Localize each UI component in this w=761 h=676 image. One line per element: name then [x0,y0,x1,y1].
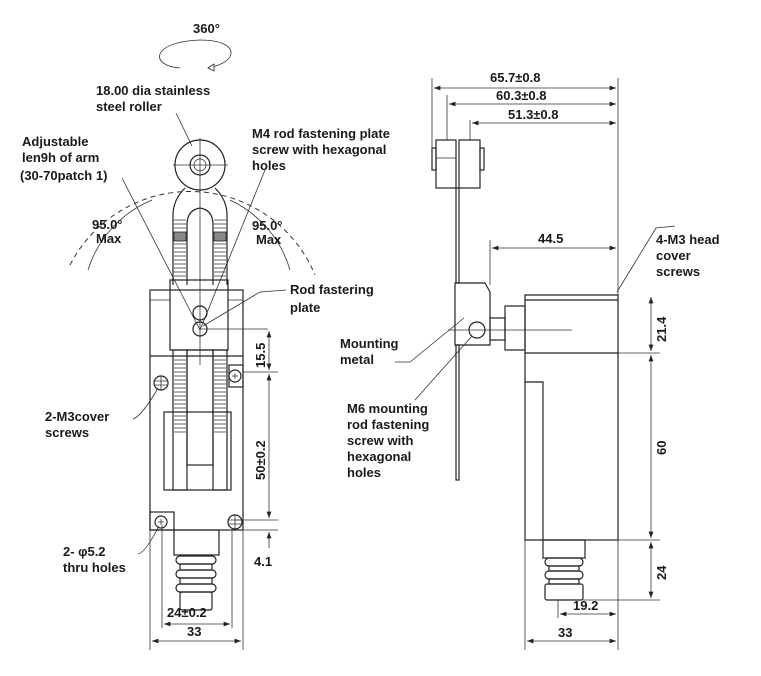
dim-19-2: 19.2 [573,598,598,613]
svg-text:M4 rod fastening plate: M4 rod fastening plate [252,126,390,141]
m4-screw-label: M4 rod fastening plate screw with hexago… [252,126,390,173]
svg-text:plate: plate [290,300,320,315]
svg-text:holes: holes [347,465,381,480]
roller [174,139,226,191]
arm-length-label: Adjustable len9h of arm (30-70patch 1) [20,134,107,183]
dim-33-left: 33 [187,624,201,639]
side-view: 65.7±0.8 60.3±0.8 51.3±0.8 44.5 [340,70,720,650]
rotation-label: 360° [193,21,220,36]
mounting-metal-label: Mounting metal [340,336,399,367]
svg-text:Mounting: Mounting [340,336,399,351]
svg-text:hexagonal: hexagonal [347,449,411,464]
dim-33-right: 33 [558,625,572,640]
svg-text:Max: Max [96,231,122,246]
dim-24-right: 24 [654,565,669,580]
svg-text:metal: metal [340,352,374,367]
thru-hole-icon [154,515,168,529]
svg-text:screws: screws [656,264,700,279]
svg-text:2-M3cover: 2-M3cover [45,409,109,424]
rotation-arrow-icon [159,39,232,69]
dim-51-3: 51.3±0.8 [508,107,559,122]
mounting-metal [454,282,491,346]
screw-icon [153,375,169,391]
svg-text:screw with: screw with [347,433,414,448]
angle-left-label: 95.0° Max [92,217,123,246]
plunger [173,529,220,556]
dim-60-3: 60.3±0.8 [496,88,547,103]
svg-text:(30-70patch 1): (30-70patch 1) [20,168,107,183]
arm-rod [455,344,460,481]
angle-right-label: 95.0° Max [252,218,283,247]
svg-text:Adjustable: Adjustable [22,134,88,149]
dim-21-4: 21.4 [654,316,669,342]
svg-text:steel roller: steel roller [96,99,162,114]
svg-text:4-M3 head: 4-M3 head [656,232,720,247]
front-view: 360° 18.00 dia stainless steel roller Ad… [20,21,390,650]
m6-screw-label: M6 mounting rod fastening screw with hex… [347,401,429,480]
svg-text:len9h of arm: len9h of arm [22,150,99,165]
thru-holes-label: 2- φ5.2 thru holes [63,544,126,575]
dim-60: 60 [654,441,669,455]
svg-text:holes: holes [252,158,286,173]
svg-text:M6 mounting: M6 mounting [347,401,428,416]
screw-icon [228,369,242,383]
svg-text:screws: screws [45,425,89,440]
svg-text:Max: Max [256,232,282,247]
svg-text:95.0°: 95.0° [252,218,283,233]
plunger-side [542,539,586,559]
dim-65-7: 65.7±0.8 [490,70,541,85]
dim-24: 24±0.2 [167,605,207,620]
rod-plate-label: Rod fastering plate [290,282,374,315]
head-screws-label: 4-M3 head cover screws [656,232,720,279]
svg-text:Rod fastering: Rod fastering [290,282,374,297]
svg-text:screw with hexagonal: screw with hexagonal [252,142,386,157]
swing-arc [69,191,316,276]
cover-screws-label: 2-M3cover screws [45,409,109,440]
svg-text:2- φ5.2: 2- φ5.2 [63,544,106,559]
arm [172,187,228,285]
svg-text:cover: cover [656,248,691,263]
roller-side [435,139,457,189]
svg-text:rod fastening: rod fastening [347,417,429,432]
svg-text:18.00 dia stainless: 18.00 dia stainless [96,83,210,98]
switch-body [149,289,244,531]
dim-4-1: 4.1 [254,554,272,569]
roller-label: 18.00 dia stainless steel roller [96,83,210,114]
dim-15-5: 15.5 [253,343,268,368]
screw-icon [227,514,243,530]
svg-text:95.0°: 95.0° [92,217,123,232]
dim-44-5: 44.5 [538,231,563,246]
dim-50: 50±0.2 [253,440,268,480]
switch-body-side [524,294,619,541]
svg-text:thru holes: thru holes [63,560,126,575]
